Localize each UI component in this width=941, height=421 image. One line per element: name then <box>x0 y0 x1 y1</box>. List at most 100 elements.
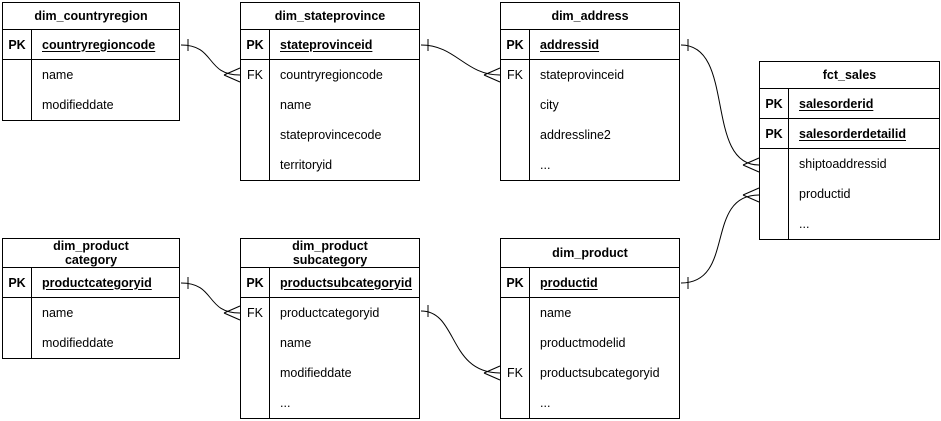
key-cell: PK <box>3 268 32 297</box>
table-row: name <box>3 60 179 90</box>
table-title: dim_product <box>501 239 679 268</box>
table-row: FK stateprovinceid <box>501 60 679 90</box>
key-cell <box>760 179 789 209</box>
connector-subcategory-product[interactable] <box>420 305 501 381</box>
key-cell <box>501 150 530 180</box>
field-cell: addressid <box>540 37 600 52</box>
crow-foot <box>223 305 241 321</box>
table-row: PK productid <box>501 268 679 298</box>
table-row: territoryid <box>241 150 419 180</box>
connector-line <box>420 310 501 374</box>
key-cell: FK <box>501 60 530 90</box>
field-cell: ... <box>799 217 810 231</box>
table-row: addressline2 <box>501 120 679 150</box>
field-cell: salesorderid <box>799 96 874 111</box>
connector-line <box>420 44 501 76</box>
table-row: name <box>241 90 419 120</box>
key-cell <box>501 328 530 358</box>
key-cell: PK <box>760 89 789 118</box>
crow-foot <box>223 67 241 83</box>
table-row: city <box>501 90 679 120</box>
field-cell: name <box>42 68 74 82</box>
field-cell: productmodelid <box>540 336 626 350</box>
connector-stateprovince-address[interactable] <box>420 39 501 83</box>
key-cell: PK <box>3 30 32 59</box>
key-cell: PK <box>760 119 789 148</box>
table-row: stateprovincecode <box>241 120 419 150</box>
field-cell: countryregioncode <box>42 37 156 52</box>
field-cell: name <box>42 306 74 320</box>
key-cell <box>3 60 32 90</box>
connector-countryregion-stateprovince[interactable] <box>180 39 241 83</box>
crow-foot <box>483 365 501 381</box>
crow-foot <box>742 187 760 203</box>
table-row: name <box>501 298 679 328</box>
field-cell: productsubcategoryid <box>540 366 660 380</box>
table-title: dim_address <box>501 3 679 30</box>
field-cell: ... <box>540 396 551 410</box>
key-cell <box>760 209 789 239</box>
table-row: name <box>241 328 419 358</box>
table-dim_stateprovince[interactable]: dim_stateprovince PK stateprovinceid FK … <box>240 2 420 181</box>
field-cell: name <box>540 306 572 320</box>
table-row: modifieddate <box>241 358 419 388</box>
table-row: PK productcategoryid <box>3 268 179 298</box>
field-cell: modifieddate <box>280 366 352 380</box>
key-cell <box>241 90 270 120</box>
key-cell <box>3 90 32 120</box>
field-cell: productid <box>540 275 598 290</box>
key-cell: FK <box>241 60 270 90</box>
table-title: fct_sales <box>760 62 939 89</box>
field-cell: productsubcategoryid <box>280 275 412 290</box>
table-row: ... <box>501 150 679 180</box>
field-cell: shiptoaddressid <box>799 157 887 171</box>
table-dim_product_subcategory[interactable]: dim_product subcategory PK productsubcat… <box>240 238 420 419</box>
field-cell: city <box>540 98 559 112</box>
connector-category-subcategory[interactable] <box>180 277 241 321</box>
field-cell: stateprovinceid <box>540 68 625 82</box>
key-cell: PK <box>501 30 530 59</box>
table-row: modifieddate <box>3 90 179 120</box>
table-row: FK countryregioncode <box>241 60 419 90</box>
key-cell: PK <box>241 268 270 297</box>
key-cell <box>3 298 32 328</box>
table-dim_product[interactable]: dim_product PK productid name productmod… <box>500 238 680 419</box>
key-cell <box>501 388 530 418</box>
field-cell: ... <box>280 396 291 410</box>
table-title: dim_stateprovince <box>241 3 419 30</box>
connector-address-fctsales[interactable] <box>680 39 760 173</box>
crow-foot <box>483 67 501 83</box>
table-dim_address[interactable]: dim_address PK addressid FK stateprovinc… <box>500 2 680 181</box>
connector-line <box>680 44 760 166</box>
table-row: PK salesorderid <box>760 89 939 119</box>
table-dim_product_category[interactable]: dim_product category PK productcategoryi… <box>2 238 180 359</box>
key-cell <box>241 120 270 150</box>
field-cell: salesorderdetailid <box>799 126 906 141</box>
table-row: PK stateprovinceid <box>241 30 419 60</box>
key-cell: FK <box>241 298 270 328</box>
table-row: productmodelid <box>501 328 679 358</box>
table-row: ... <box>241 388 419 418</box>
table-row: PK countryregioncode <box>3 30 179 60</box>
table-row: PK addressid <box>501 30 679 60</box>
connector-line <box>180 44 241 76</box>
table-row: PK productsubcategoryid <box>241 268 419 298</box>
table-row: name <box>3 298 179 328</box>
table-fct_sales[interactable]: fct_sales PK salesorderid PK salesorderd… <box>759 61 940 240</box>
field-cell: modifieddate <box>42 98 114 112</box>
field-cell: addressline2 <box>540 128 611 142</box>
key-cell: PK <box>501 268 530 297</box>
table-row: PK salesorderdetailid <box>760 119 939 149</box>
key-cell <box>241 150 270 180</box>
table-dim_countryregion[interactable]: dim_countryregion PK countryregioncode n… <box>2 2 180 121</box>
field-cell: countryregioncode <box>280 68 383 82</box>
key-cell <box>241 388 270 418</box>
table-title: dim_product subcategory <box>241 239 419 268</box>
field-cell: stateprovincecode <box>280 128 382 142</box>
table-row: ... <box>501 388 679 418</box>
field-cell: productcategoryid <box>42 275 152 290</box>
connector-product-fctsales[interactable] <box>680 187 760 289</box>
table-title: dim_product category <box>3 239 179 268</box>
key-cell: FK <box>501 358 530 388</box>
